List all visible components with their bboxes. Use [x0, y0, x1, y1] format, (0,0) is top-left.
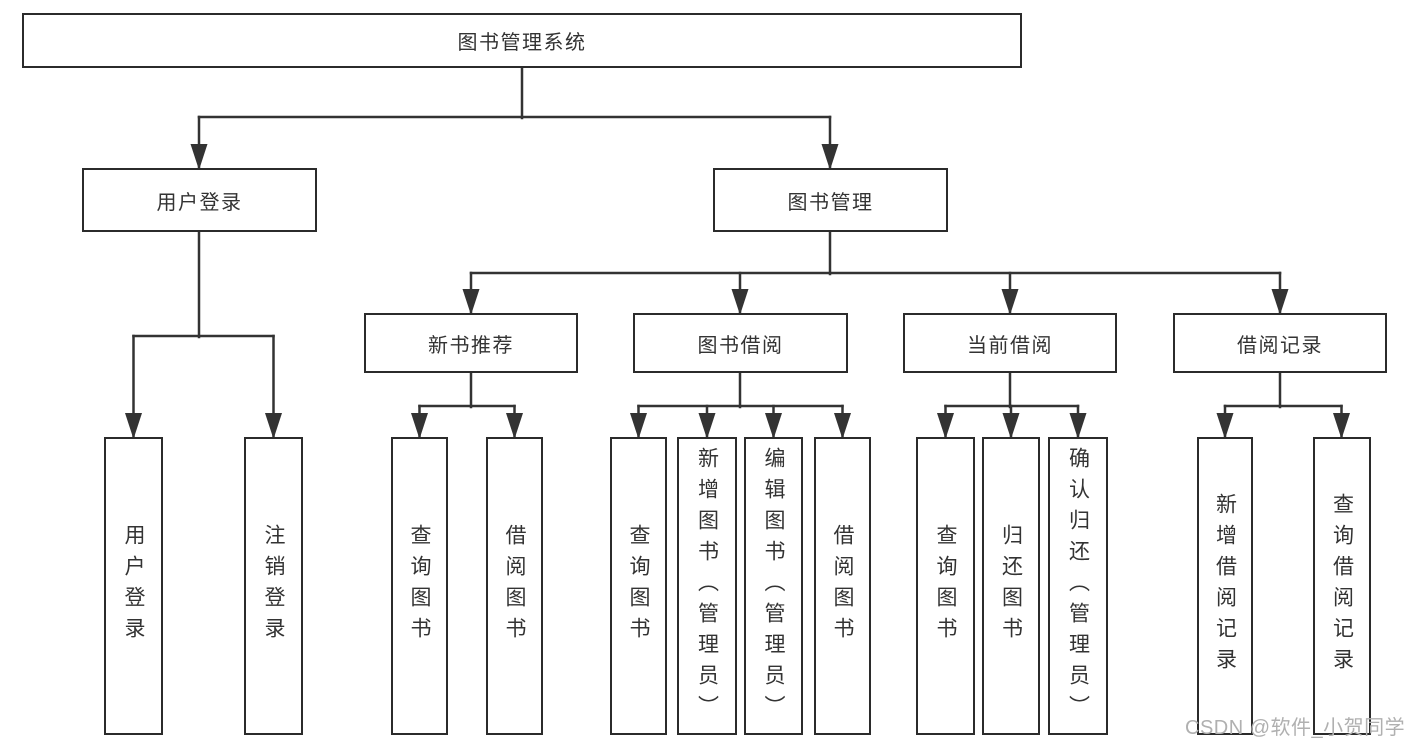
- leaf-br-query-record: 查询借阅记录: [1313, 437, 1371, 735]
- leaf-nb-query-book-label: 查询图书: [408, 524, 431, 648]
- leaf-nb-query-book: 查询图书: [391, 437, 448, 735]
- leaf-cb-confirm-return-label: 确认归还（管理员）: [1066, 446, 1090, 726]
- leaf-bb-add-book: 新增图书（管理员）: [677, 437, 737, 735]
- leaf-br-add-record-label: 新增借阅记录: [1213, 493, 1237, 679]
- leaf-nb-borrow-book-label: 借阅图书: [503, 524, 526, 648]
- leaf-user-login: 用户登录: [104, 437, 163, 735]
- leaf-bb-query-book: 查询图书: [610, 437, 667, 735]
- node-root: 图书管理系统: [22, 13, 1022, 68]
- leaf-bb-edit-book: 编辑图书（管理员）: [744, 437, 803, 735]
- leaf-bb-query-book-label: 查询图书: [627, 524, 650, 648]
- leaf-logout: 注销登录: [244, 437, 303, 735]
- leaf-bb-add-book-label: 新增图书（管理员）: [695, 446, 719, 726]
- leaf-nb-borrow-book: 借阅图书: [486, 437, 543, 735]
- node-current-borrow-label: 当前借阅: [967, 334, 1053, 357]
- leaf-bb-borrow-book: 借阅图书: [814, 437, 871, 735]
- leaf-user-login-label: 用户登录: [122, 524, 145, 648]
- leaf-cb-return-book: 归还图书: [982, 437, 1040, 735]
- watermark: CSDN @软件_小贺同学: [1185, 717, 1405, 739]
- leaf-cb-confirm-return: 确认归还（管理员）: [1048, 437, 1108, 735]
- node-book-borrow-label: 图书借阅: [697, 334, 784, 357]
- leaf-bb-edit-book-label: 编辑图书（管理员）: [762, 446, 785, 726]
- node-book-management-label: 图书管理: [787, 191, 874, 214]
- node-root-label: 图书管理系统: [457, 32, 587, 54]
- node-book-borrow: 图书借阅: [633, 313, 848, 373]
- leaf-logout-label: 注销登录: [262, 524, 285, 648]
- leaf-br-query-record-label: 查询借阅记录: [1330, 493, 1354, 679]
- leaf-br-add-record: 新增借阅记录: [1197, 437, 1253, 735]
- leaf-cb-query-book: 查询图书: [916, 437, 975, 735]
- node-new-book-recommend: 新书推荐: [364, 313, 578, 373]
- node-current-borrow: 当前借阅: [903, 313, 1117, 373]
- node-book-management: 图书管理: [713, 168, 948, 232]
- node-user-login-label: 用户登录: [156, 191, 243, 214]
- node-borrow-record: 借阅记录: [1173, 313, 1387, 373]
- node-new-book-recommend-label: 新书推荐: [428, 334, 514, 357]
- node-user-login: 用户登录: [82, 168, 317, 232]
- node-borrow-record-label: 借阅记录: [1237, 334, 1323, 357]
- leaf-cb-return-book-label: 归还图书: [999, 524, 1023, 648]
- leaf-bb-borrow-book-label: 借阅图书: [831, 524, 854, 648]
- leaf-cb-query-book-label: 查询图书: [934, 524, 957, 648]
